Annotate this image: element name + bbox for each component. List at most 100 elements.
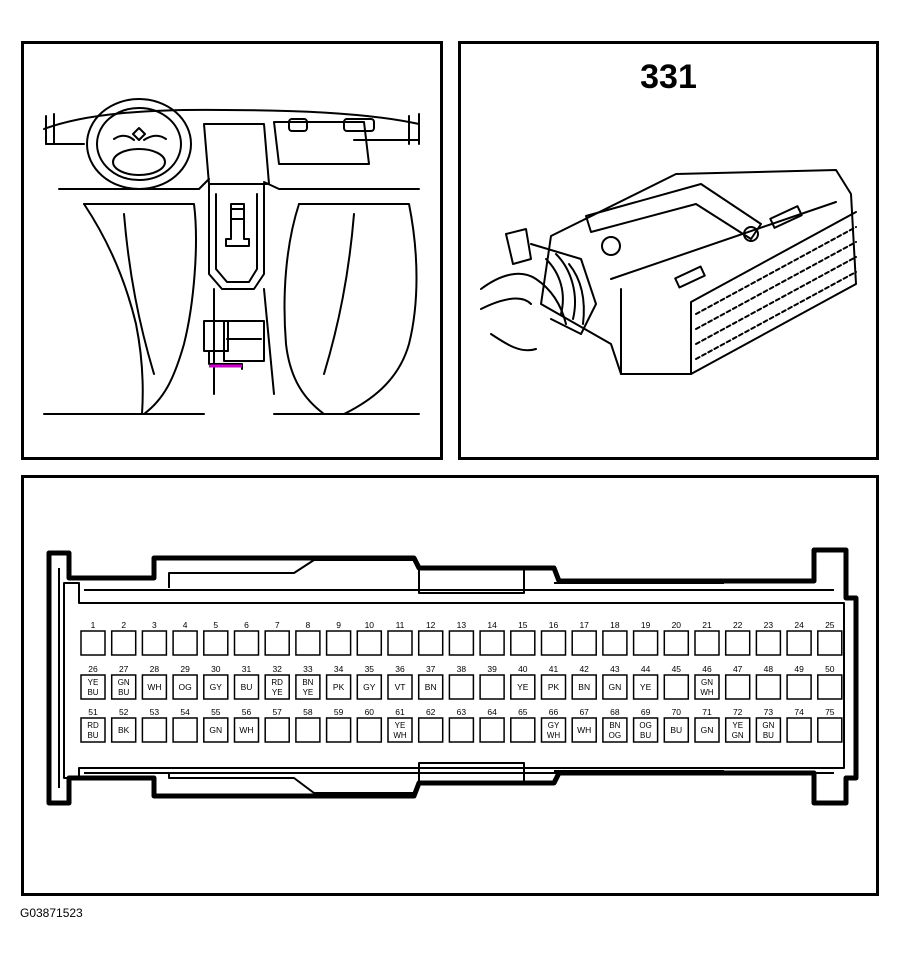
pin-number: 8 [306, 620, 311, 630]
pin-75: 75 [817, 707, 843, 743]
pin-number: 41 [549, 664, 559, 674]
pin-4: 4 [172, 620, 198, 656]
pin-number: 20 [672, 620, 682, 630]
pin-number: 67 [579, 707, 589, 717]
pin-number: 75 [825, 707, 835, 717]
pin-7: 7 [264, 620, 290, 656]
pin-54: 54 [172, 707, 198, 743]
wire-color: YE [640, 682, 652, 692]
pin-cavity [510, 630, 536, 656]
pin-cavity [448, 717, 475, 743]
pin-5: 5 [203, 620, 229, 656]
wire-color: WH [547, 731, 561, 740]
pin-number: 1 [91, 620, 96, 630]
pin-cavity [448, 674, 475, 700]
pin-number: 3 [152, 620, 157, 630]
wire-color: BN [425, 682, 437, 692]
pin-cavity [295, 717, 321, 743]
wire-color: BU [241, 682, 253, 692]
pin-22: 22 [724, 620, 751, 656]
pin-12: 12 [417, 620, 444, 656]
pin-cavity [540, 630, 567, 656]
pin-cavity [663, 717, 690, 743]
pin-number: 48 [764, 664, 774, 674]
pin-3: 3 [141, 620, 168, 656]
pin-number: 32 [272, 664, 282, 674]
pin-number: 60 [365, 707, 375, 717]
pin-14: 14 [479, 620, 505, 656]
pin-number: 65 [518, 707, 528, 717]
wire-color: WH [393, 731, 407, 740]
pin-8: 8 [295, 620, 321, 656]
wire-color: YE [303, 688, 314, 697]
pin-45: 45 [663, 664, 690, 700]
pin-cavity [295, 674, 321, 700]
pin-cavity [510, 717, 536, 743]
pin-number: 27 [119, 664, 129, 674]
pin-cavity [817, 674, 843, 700]
pin-cavity [203, 630, 229, 656]
wire-color: YE [732, 721, 743, 730]
pin-cavity [602, 717, 628, 743]
pin-cavity [203, 717, 229, 743]
wire-color: PK [333, 682, 345, 692]
pin-number: 47 [733, 664, 743, 674]
pin-cavity [233, 674, 260, 700]
wire-color: BU [763, 731, 774, 740]
pin-number: 71 [702, 707, 712, 717]
wire-color: BU [670, 725, 682, 735]
wire-color: YE [272, 688, 283, 697]
pin-cavity [325, 674, 352, 700]
pin-1: 1 [80, 620, 106, 656]
pin-number: 21 [702, 620, 712, 630]
wire-color: BN [578, 682, 590, 692]
pin-cavity [172, 674, 198, 700]
pin-cavity [417, 630, 444, 656]
pin-50: 50 [817, 664, 843, 700]
pin-number: 52 [119, 707, 129, 717]
wire-color: RD [87, 721, 99, 730]
pin-49: 49 [786, 664, 812, 700]
pin-cavity [233, 630, 260, 656]
pin-64: 64 [479, 707, 505, 743]
wire-color: WH [700, 688, 714, 697]
pin-cavity [325, 630, 352, 656]
pin-cavity [172, 717, 198, 743]
wire-color: GN [701, 678, 713, 687]
wire-color: GN [609, 682, 622, 692]
pin-63: 63 [448, 707, 475, 743]
pin-number: 44 [641, 664, 651, 674]
pin-number: 72 [733, 707, 743, 717]
wire-color: GY [363, 682, 376, 692]
pin-cavity [80, 630, 106, 656]
pin-cavity [80, 717, 106, 743]
connector-id: 331 [640, 58, 697, 96]
pin-cavity [141, 717, 168, 743]
pin-cavity [203, 674, 229, 700]
pin-number: 17 [579, 620, 589, 630]
pin-number: 11 [396, 620, 405, 630]
connector-panel: 331 [458, 41, 879, 460]
pin-cavity [387, 630, 413, 656]
pin-cavity [110, 630, 137, 656]
pin-cavity [817, 717, 843, 743]
pin-number: 46 [702, 664, 712, 674]
pin-cavity [694, 674, 720, 700]
pin-number: 14 [487, 620, 497, 630]
figure-code: G03871523 [20, 906, 83, 920]
pin-number: 57 [272, 707, 282, 717]
pin-number: 10 [365, 620, 375, 630]
